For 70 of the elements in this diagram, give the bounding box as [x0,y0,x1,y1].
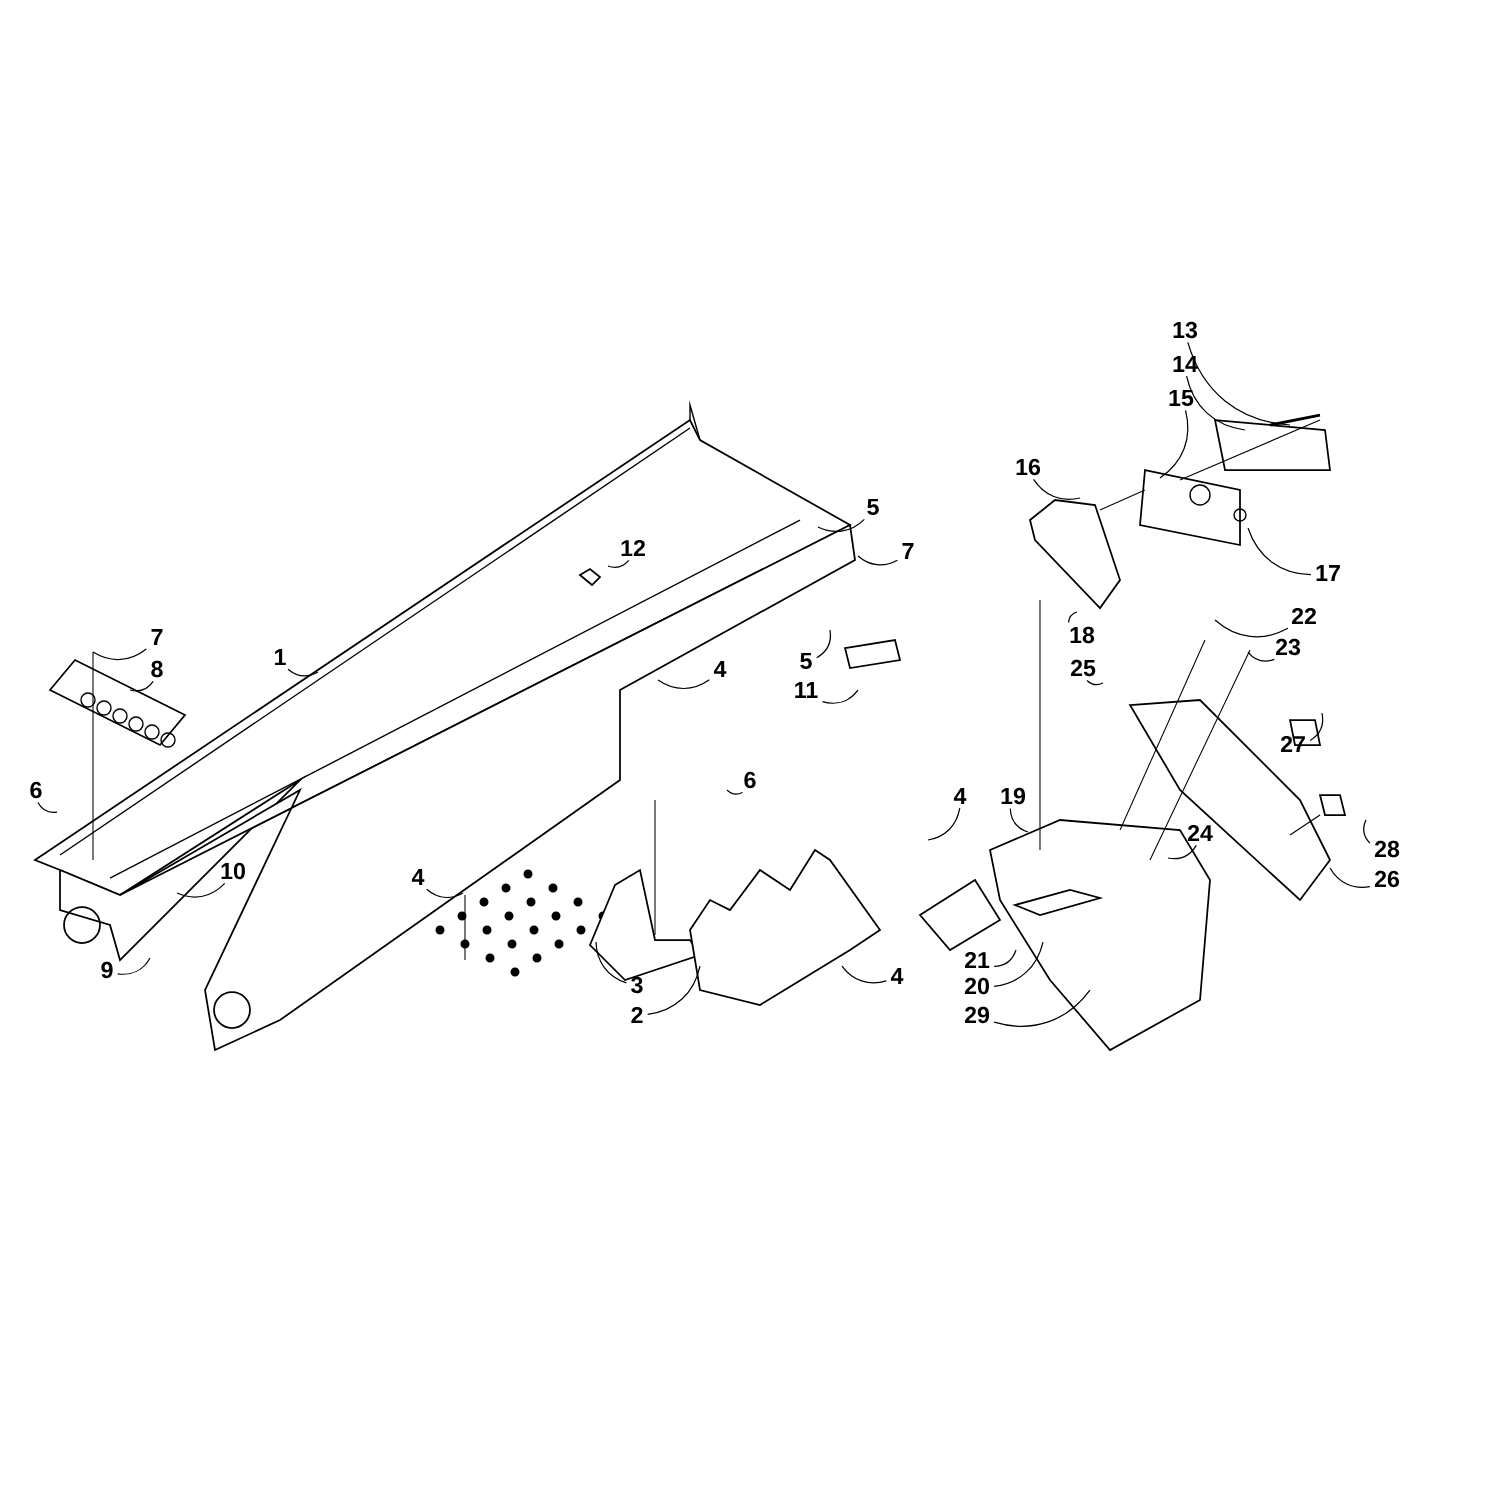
callout-number: 4 [953,788,967,804]
leader-line [1167,844,1197,860]
leader-line [129,680,154,692]
callout-number: 18 [1070,626,1095,644]
callout-number: 13 [1173,321,1198,339]
callout-number: 11 [795,682,818,698]
callout-number: 7 [902,543,914,559]
leader-line [993,989,1091,1027]
callout-number: 6 [744,771,756,789]
callout-number: 14 [1173,356,1198,372]
leader-line [1309,712,1324,741]
leader-line [1247,651,1275,662]
leader-line [1086,679,1104,686]
leader-line [657,679,710,690]
leader-line [117,957,151,975]
callout-number: 12 [621,539,645,557]
leader-line [726,789,743,795]
callout-number: 7 [151,629,163,645]
callout-number: 15 [1169,389,1194,407]
callout-number: 4 [713,661,727,677]
callout-number: 3 [631,976,643,994]
callout-number: 20 [964,977,989,995]
leader-line [287,668,319,677]
leader-line [647,965,701,1016]
leader-line [857,555,898,566]
leader-line [817,518,865,532]
leader-line [1247,527,1312,576]
leader-line [841,965,887,984]
callout-number: 22 [1291,607,1316,625]
leader-line [1329,867,1371,888]
callout-number: 23 [1275,638,1301,656]
leader-line [993,949,1017,968]
leader-line [37,801,58,813]
callout-number: 9 [101,961,113,979]
callout-number: 17 [1316,565,1340,581]
leader-line [1032,478,1081,500]
leader-line [816,629,832,659]
callout-number: 5 [867,498,879,516]
leader-line [1009,807,1029,833]
leader-line [1159,409,1189,479]
callout-number: 19 [1001,787,1026,805]
leader-line [927,807,961,841]
callout-number: 8 [151,660,163,678]
callout-number: 16 [1016,458,1041,476]
leader-line [607,559,630,568]
callout-number: 26 [1374,870,1400,888]
leader-line [426,888,464,898]
leader-line [92,648,147,661]
leader-line [176,882,226,898]
callout-number: 29 [964,1006,990,1024]
callout-number: 21 [964,951,990,969]
leader-line [1363,819,1371,844]
leader-line [1067,611,1078,624]
callout-number: 24 [1187,824,1213,842]
leader-line [821,689,859,704]
callout-number: 5 [800,652,812,670]
leader-line [993,941,1044,988]
callout-number: 27 [1280,735,1305,753]
leader-line [1187,341,1291,426]
callout-number: 1 [275,649,286,665]
leader-line [1214,619,1289,638]
callout-number: 4 [411,869,425,885]
callout-number: 6 [30,781,42,799]
callout-number: 4 [890,968,904,984]
leader-line [1185,375,1246,431]
callout-number: 25 [1070,659,1096,677]
callout-number: 28 [1374,840,1400,858]
leader-line [595,941,627,984]
callout-number: 10 [221,862,245,880]
callout-number: 2 [631,1006,643,1024]
